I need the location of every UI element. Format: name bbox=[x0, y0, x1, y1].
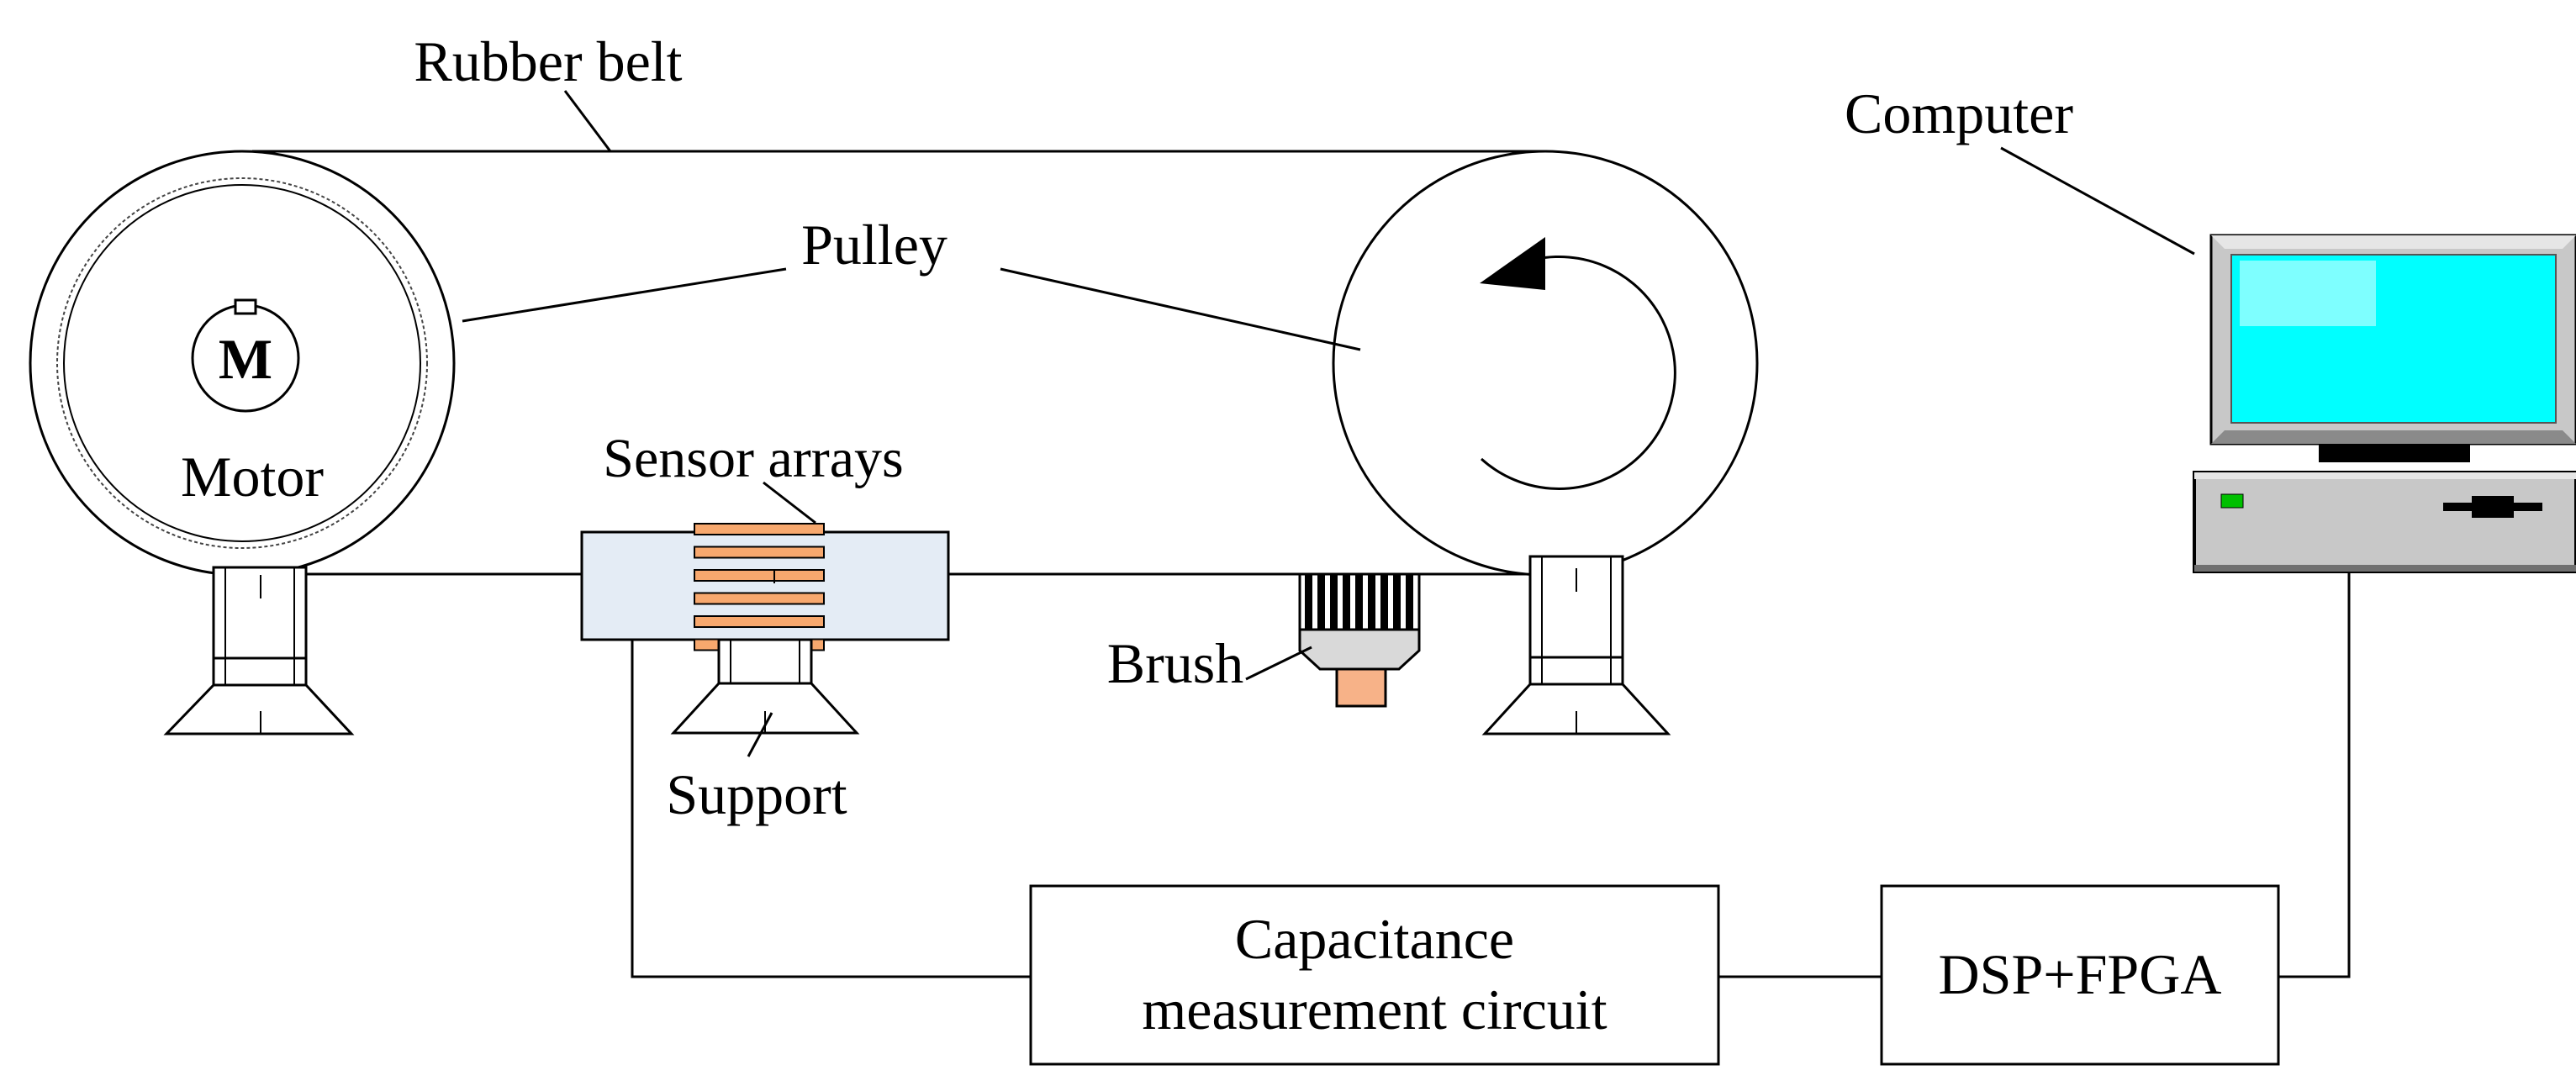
disk-drive-button bbox=[2472, 496, 2514, 518]
computer-leader bbox=[2000, 146, 2195, 256]
bristle bbox=[1406, 574, 1413, 630]
bristle bbox=[1317, 574, 1325, 630]
bristle bbox=[1343, 574, 1350, 630]
capacitance-circuit-box: Capacitance measurement circuit bbox=[1029, 884, 1720, 1066]
support-right bbox=[1481, 555, 1671, 735]
power-led bbox=[2220, 493, 2244, 509]
rubber-belt-label: Rubber belt bbox=[414, 29, 682, 93]
dsp-fpga-label: DSP+FPGA bbox=[1939, 942, 2222, 1006]
pulley-left-dashed-ring bbox=[56, 177, 428, 549]
pulley-callout: Pulley bbox=[462, 213, 1361, 351]
brush-holder bbox=[1298, 628, 1421, 671]
computer-case bbox=[2193, 471, 2576, 573]
brush-tip bbox=[1335, 667, 1387, 708]
dsp-fpga-box: DSP+FPGA bbox=[1880, 884, 2280, 1066]
brush-label: Brush bbox=[1107, 631, 1243, 695]
sensor-arrays-leader bbox=[763, 481, 816, 525]
electrode-strip bbox=[694, 615, 825, 628]
sensor-module: Sensor arrays bbox=[580, 428, 950, 651]
brush-leader bbox=[1245, 646, 1312, 681]
computer-label: Computer bbox=[1845, 82, 2073, 145]
pulley-right-outer bbox=[1332, 150, 1759, 577]
driven-pulley bbox=[1332, 150, 1759, 577]
capacitance-label-line1: Capacitance bbox=[1235, 907, 1514, 971]
support-leader bbox=[747, 712, 773, 757]
motor-symbol-label: M bbox=[219, 327, 272, 391]
bristle bbox=[1380, 574, 1388, 630]
signal-wires bbox=[631, 572, 2351, 978]
bristle bbox=[1393, 574, 1401, 630]
motor-label: Motor bbox=[181, 445, 324, 509]
sensor-electrodes bbox=[694, 523, 825, 651]
rubber-belt-leader bbox=[563, 90, 612, 152]
pulley-leader-right bbox=[1000, 267, 1361, 351]
bristle bbox=[1305, 574, 1312, 630]
bristle bbox=[1368, 574, 1375, 630]
bristle bbox=[1355, 574, 1363, 630]
desktop-computer-icon: Computer bbox=[1845, 82, 2576, 573]
support-label: Support bbox=[666, 762, 847, 826]
pulley-left-inner-ring bbox=[63, 184, 421, 542]
electrode-strip bbox=[694, 523, 825, 535]
support-center: Support bbox=[666, 638, 860, 826]
motor-icon: M bbox=[191, 298, 300, 413]
electrode-strip bbox=[694, 569, 825, 582]
rotation-arc bbox=[1480, 256, 1676, 490]
bristle bbox=[1330, 574, 1338, 630]
electrode-strip bbox=[694, 546, 825, 559]
brush-bristles bbox=[1305, 574, 1413, 630]
electrode-strip bbox=[694, 592, 825, 605]
wire-sensor-to-capacitance bbox=[631, 640, 1031, 978]
wire-dsp-to-computer bbox=[2278, 572, 2351, 978]
sensor-arrays-label: Sensor arrays bbox=[603, 428, 903, 489]
capacitance-label-line2: measurement circuit bbox=[1142, 978, 1607, 1041]
pulley-leader-left bbox=[462, 267, 787, 323]
rotation-arrow-icon bbox=[1480, 237, 1545, 290]
pulley-label: Pulley bbox=[801, 213, 948, 277]
monitor-stand bbox=[2319, 444, 2470, 462]
motor-pulley: M Motor bbox=[29, 150, 456, 577]
brush: Brush bbox=[1107, 572, 1421, 708]
support-left bbox=[163, 566, 355, 735]
